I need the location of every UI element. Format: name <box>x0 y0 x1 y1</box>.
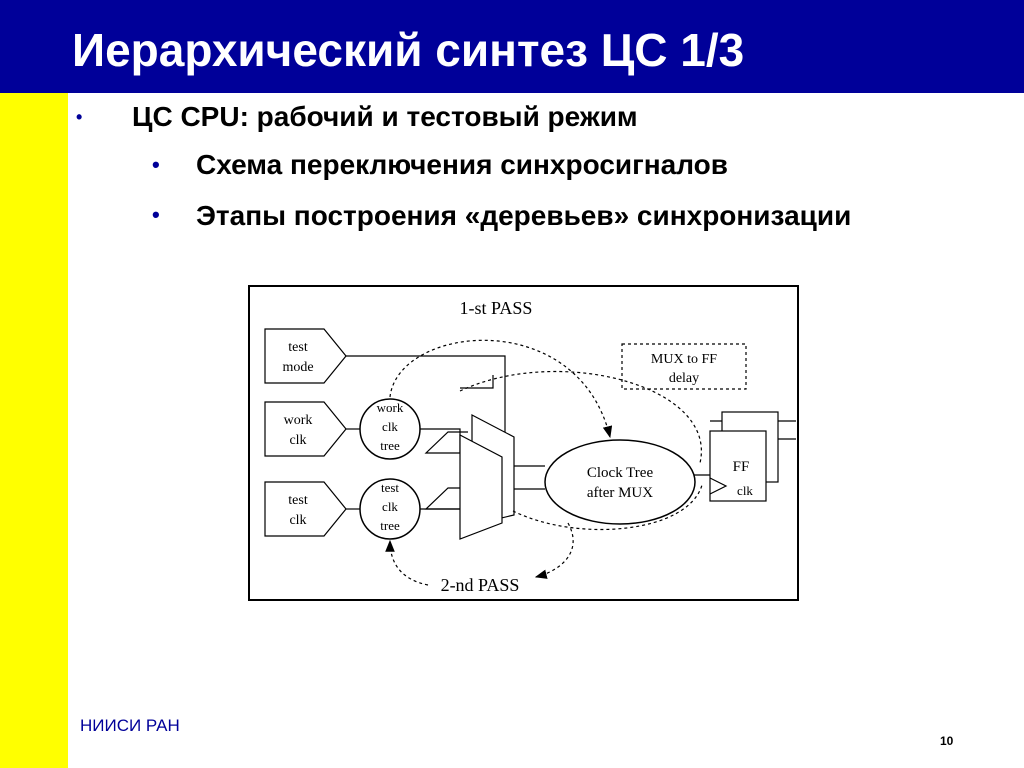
input-test-mode: test mode <box>264 328 347 384</box>
bullet-dot-icon: • <box>152 152 160 177</box>
left-accent-bar <box>0 93 68 768</box>
test-clk-tree: test clk tree <box>359 478 421 540</box>
bullet-level2: • Схема переключения синхросигналов <box>152 148 728 182</box>
tree-label: test <box>381 480 399 495</box>
input-label: clk <box>289 433 306 448</box>
bullet-text: Этапы построения «деревьев» синхронизаци… <box>196 200 852 231</box>
bullet-text: ЦС CPU: рабочий и тестовый режим <box>132 101 638 132</box>
input-label: test <box>288 493 308 508</box>
clk-triangle-icon <box>709 477 728 495</box>
pass-arrows <box>385 339 703 586</box>
mux-front <box>459 434 503 540</box>
ff-label: FF <box>733 459 750 475</box>
work-clk-tree: work clk tree <box>359 398 421 460</box>
pass1-label: 1-st PASS <box>460 298 533 318</box>
page-number: 10 <box>940 734 954 748</box>
bullet-dot-icon: • <box>76 107 83 127</box>
bullet-level2: • Этапы построения «деревьев» синхрониза… <box>152 198 896 234</box>
clock-tree-label: after MUX <box>587 485 653 501</box>
footer-org: НИИСИ РАН <box>80 716 180 735</box>
slide-title: Иерархический синтез ЦС 1/3 <box>72 24 745 76</box>
input-label: clk <box>289 513 306 528</box>
input-label: test <box>288 340 308 355</box>
bullet-level1: • ЦС CPU: рабочий и тестовый режим <box>76 100 638 134</box>
diagram-frame <box>248 285 799 601</box>
note-label: MUX to FF <box>651 352 717 367</box>
input-work-clk: work clk <box>264 401 347 457</box>
tree-label: tree <box>380 438 400 453</box>
ff-front: FF clk <box>709 430 767 502</box>
bullet-text: Схема переключения синхросигналов <box>196 149 728 180</box>
pass2-label: 2-nd PASS <box>441 575 520 595</box>
tree-label: tree <box>380 518 400 533</box>
note-label: delay <box>669 371 699 386</box>
input-label: work <box>284 413 313 428</box>
tree-label: work <box>377 400 404 415</box>
bullet-dot-icon: • <box>152 202 160 227</box>
mux-ff-delay-note: MUX to FF delay <box>621 343 747 390</box>
clock-switch-diagram: 1-st PASS 2-nd PASS test mode work clk t… <box>248 285 799 601</box>
tree-label: clk <box>382 499 398 514</box>
title-bar: Иерархический синтез ЦС 1/3 <box>0 0 1024 93</box>
ff-clk-label: clk <box>737 483 753 498</box>
clock-tree-after-mux: Clock Tree after MUX <box>544 439 696 525</box>
input-label: mode <box>282 360 313 375</box>
tree-label: clk <box>382 419 398 434</box>
clock-tree-label: Clock Tree <box>587 465 654 481</box>
input-test-clk: test clk <box>264 481 347 537</box>
